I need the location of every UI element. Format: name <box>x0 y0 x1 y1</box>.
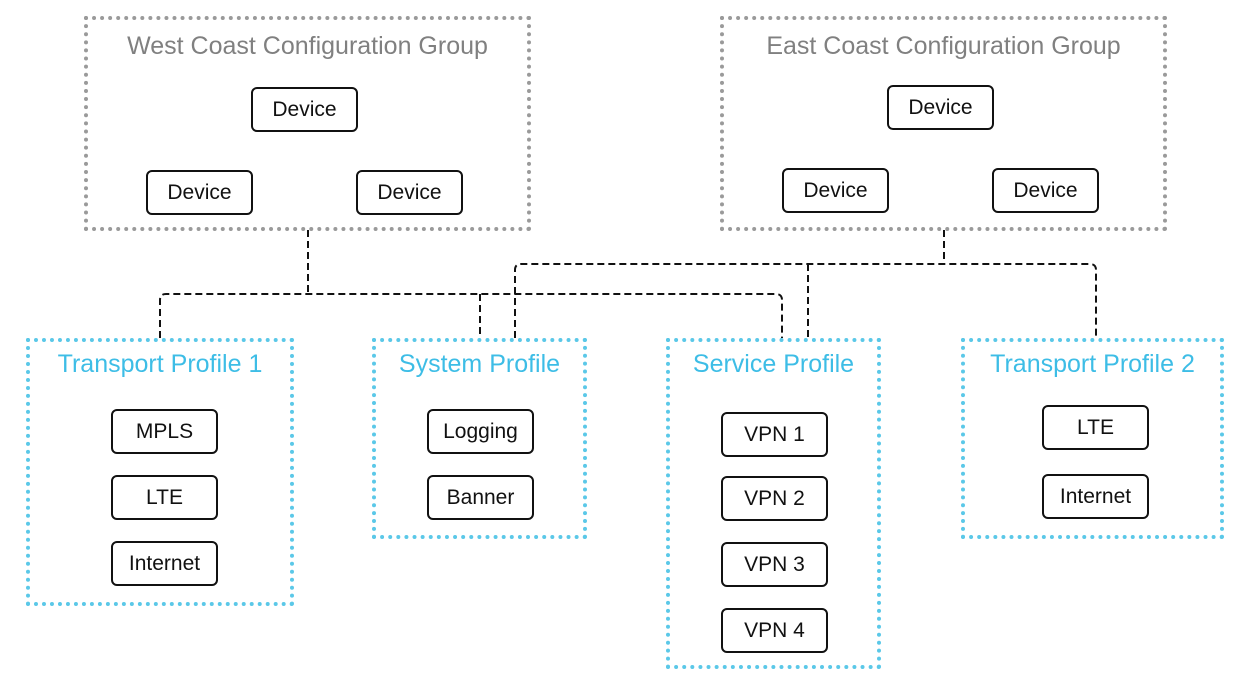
east-coast-group-title: East Coast Configuration Group <box>766 32 1121 60</box>
west-to-profiles-connector <box>159 230 783 338</box>
transport-profile-2: Transport Profile 2 LTE Internet <box>961 338 1224 539</box>
east-coast-configuration-group: East Coast Configuration Group Device De… <box>720 16 1167 231</box>
transport-1-item-mpls[interactable]: MPLS <box>111 409 218 454</box>
service-profile: Service Profile VPN 1 VPN 2 VPN 3 VPN 4 <box>666 338 881 669</box>
transport-2-item-lte[interactable]: LTE <box>1042 405 1149 450</box>
west-coast-configuration-group: West Coast Configuration Group Device De… <box>84 16 531 231</box>
transport-profile-1: Transport Profile 1 MPLS LTE Internet <box>26 338 294 606</box>
transport-profile-2-title: Transport Profile 2 <box>990 350 1195 378</box>
east-device-top[interactable]: Device <box>887 85 994 130</box>
transport-2-item-internet[interactable]: Internet <box>1042 474 1149 519</box>
transport-1-item-internet[interactable]: Internet <box>111 541 218 586</box>
west-device-right[interactable]: Device <box>356 170 463 215</box>
east-to-profiles-connector <box>514 230 1097 338</box>
west-device-left[interactable]: Device <box>146 170 253 215</box>
system-item-logging[interactable]: Logging <box>427 409 534 454</box>
transport-1-item-lte[interactable]: LTE <box>111 475 218 520</box>
west-coast-group-title: West Coast Configuration Group <box>127 32 488 60</box>
west-device-top[interactable]: Device <box>251 87 358 132</box>
system-profile: System Profile Logging Banner <box>372 338 587 539</box>
east-device-right[interactable]: Device <box>992 168 1099 213</box>
service-profile-title: Service Profile <box>692 350 855 378</box>
east-device-left[interactable]: Device <box>782 168 889 213</box>
service-item-vpn-3[interactable]: VPN 3 <box>721 542 828 587</box>
service-item-vpn-1[interactable]: VPN 1 <box>721 412 828 457</box>
service-item-vpn-2[interactable]: VPN 2 <box>721 476 828 521</box>
system-profile-title: System Profile <box>398 350 561 378</box>
system-item-banner[interactable]: Banner <box>427 475 534 520</box>
transport-profile-1-title: Transport Profile 1 <box>57 350 263 378</box>
service-item-vpn-4[interactable]: VPN 4 <box>721 608 828 653</box>
